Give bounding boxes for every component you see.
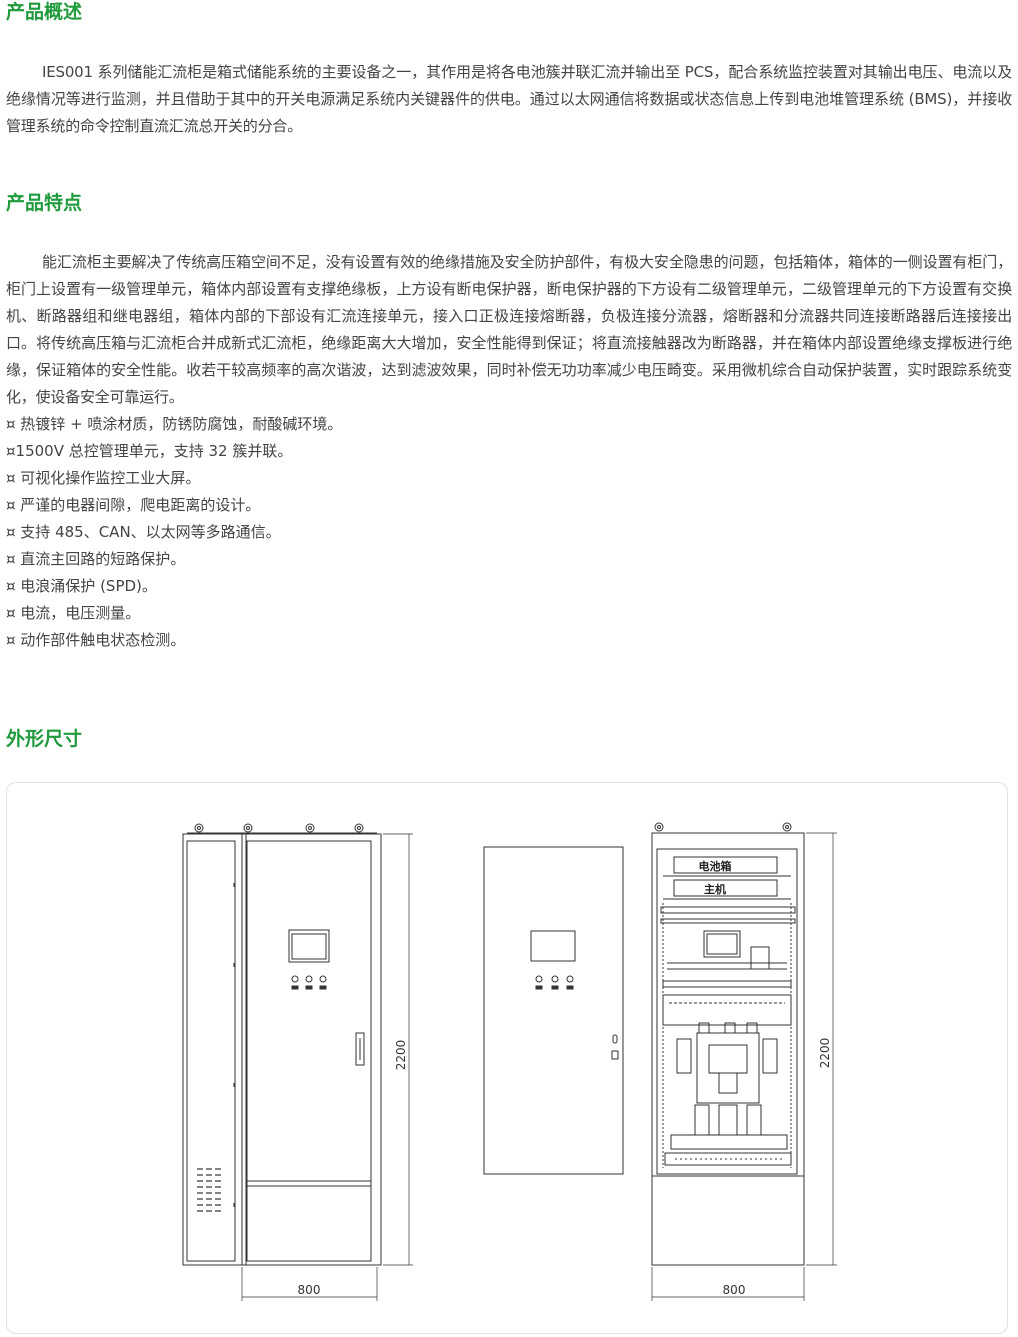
control-button-icon (291, 975, 327, 990)
inner-height-label: 2200 (818, 1038, 832, 1069)
inner-cabinet: 电池箱 主机 (651, 822, 837, 1301)
features-text: 能汇流柜主要解决了传统高压箱空间不足，没有设置有效的绝缘措施及安全防护部件，有极… (6, 253, 1012, 406)
vent-icon (197, 1168, 221, 1212)
feature-item: ¤ 可视化操作监控工业大屏。 (6, 469, 201, 487)
dimension-drawing-panel: 2200 800 电池箱 (6, 782, 1008, 1334)
cabinet-door (483, 846, 624, 1175)
front-width-label: 800 (298, 1283, 321, 1297)
feature-item: ¤ 直流主回路的短路保护。 (6, 550, 186, 568)
host-label: 主机 (704, 882, 726, 896)
feature-item: ¤ 电流，电压测量。 (6, 604, 141, 622)
front-height-label: 2200 (394, 1040, 408, 1071)
front-cabinet: 2200 800 (182, 823, 413, 1301)
feature-item: ¤ 支持 485、CAN、以太网等多路通信。 (6, 523, 281, 541)
lock-icon (612, 1034, 618, 1044)
battery-box-label: 电池箱 (699, 859, 732, 873)
feature-item: ¤ 电浪涌保护 (SPD)。 (6, 577, 157, 595)
inner-width-label: 800 (723, 1283, 746, 1297)
features-title: 产品特点 (6, 192, 83, 214)
handle-icon (611, 1050, 619, 1060)
feature-item: ¤ 严谨的电器间隙，爬电距离的设计。 (6, 496, 261, 514)
overview-text: IES001 系列储能汇流柜是箱式储能系统的主要设备之一，其作用是将各电池簇并联… (6, 63, 1012, 135)
hmi-screen-icon (288, 929, 330, 963)
feature-item: ¤1500V 总控管理单元，支持 32 簇并联。 (6, 442, 293, 460)
door-handle-icon (355, 1032, 365, 1066)
feature-item: ¤ 动作部件触电状态检测。 (6, 631, 186, 649)
cabinet-drawing: 2200 800 电池箱 (182, 822, 837, 1301)
screen-cutout-icon (530, 930, 576, 962)
feature-item: ¤ 热镀锌 + 喷涂材质，防锈防腐蚀，耐酸碱环境。 (6, 415, 343, 433)
inner-hmi-icon (703, 930, 741, 958)
dimensions-title: 外形尺寸 (6, 728, 83, 750)
feature-list: ¤ 热镀锌 + 喷涂材质，防锈防腐蚀，耐酸碱环境。 ¤1500V 总控管理单元，… (6, 411, 342, 654)
lifting-eye-icon (194, 823, 364, 833)
overview-title: 产品概述 (6, 1, 83, 23)
